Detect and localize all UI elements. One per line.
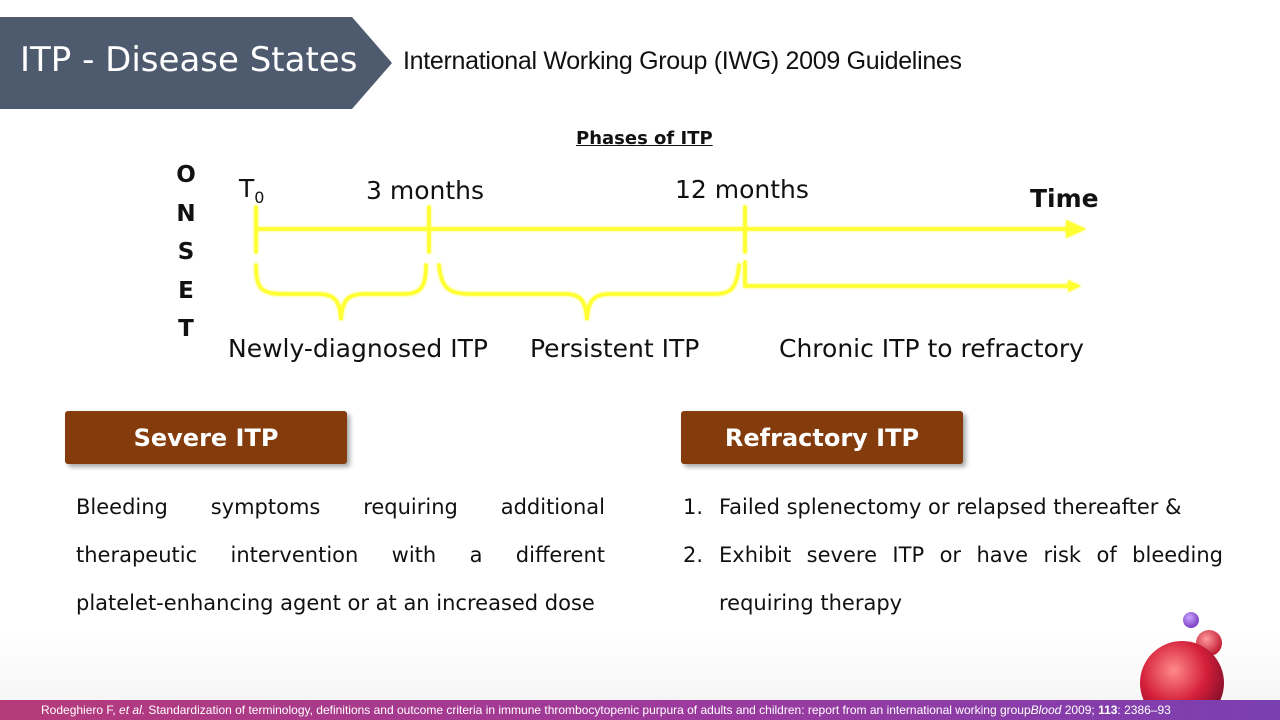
chronic-bracket (743, 260, 1070, 288)
citation-footer: Rodeghiero F, et al. Standardization of … (0, 700, 1280, 720)
t0-label: T0 (239, 174, 265, 207)
list-item-text: Failed splenectomy or relapsed thereafte… (719, 495, 1182, 519)
marker-12-months: 12 months (675, 175, 809, 204)
marker-3-months: 3 months (366, 176, 485, 205)
onset-letter: T (178, 316, 194, 342)
severe-desc-line: therapeutic intervention with a differen… (76, 543, 605, 567)
severe-desc-line: platelet-enhancing agent or at an increa… (76, 591, 595, 615)
onset-letter: O (176, 162, 196, 188)
phase-label-chronic: Chronic ITP to refractory (779, 334, 1084, 363)
time-label: Time (1030, 184, 1099, 213)
onset-letter: N (176, 200, 196, 227)
bottom-fade (0, 630, 1280, 700)
refractory-criteria-list: 1. Failed splenectomy or relapsed therea… (683, 483, 1223, 627)
time-arrowhead (1066, 220, 1086, 238)
list-item-text-continued: requiring therapy (719, 591, 903, 615)
title-banner (0, 17, 392, 109)
phases-heading: Phases of ITP (576, 128, 713, 149)
list-item: 1. Failed splenectomy or relapsed therea… (683, 483, 1223, 531)
chronic-arrowhead (1068, 280, 1081, 292)
phase-label-persistent: Persistent ITP (530, 334, 700, 363)
phase-label-newly-diagnosed: Newly-diagnosed ITP (228, 334, 488, 363)
list-number: 2. (683, 543, 704, 567)
brace-newly-diagnosed (254, 263, 428, 321)
severe-itp-description: Bleeding symptoms requiring additional t… (76, 483, 605, 627)
onset-label: O N S E T (172, 156, 200, 349)
page-subtitle: International Working Group (IWG) 2009 G… (403, 47, 962, 75)
page-title: ITP - Disease States (20, 40, 358, 80)
onset-letter: E (178, 277, 194, 304)
brace-persistent (437, 263, 741, 321)
refractory-itp-header: Refractory ITP (681, 411, 963, 464)
severe-desc-line: Bleeding symptoms requiring additional (76, 495, 605, 519)
list-number: 1. (683, 495, 704, 519)
severe-itp-header: Severe ITP (65, 411, 347, 464)
list-item: 2. Exhibit severe ITP or have risk of bl… (683, 531, 1223, 627)
blood-cells-decoration (1140, 612, 1224, 700)
onset-letter: S (177, 239, 195, 265)
list-item-text: Exhibit severe ITP or have risk of bleed… (719, 543, 1223, 567)
